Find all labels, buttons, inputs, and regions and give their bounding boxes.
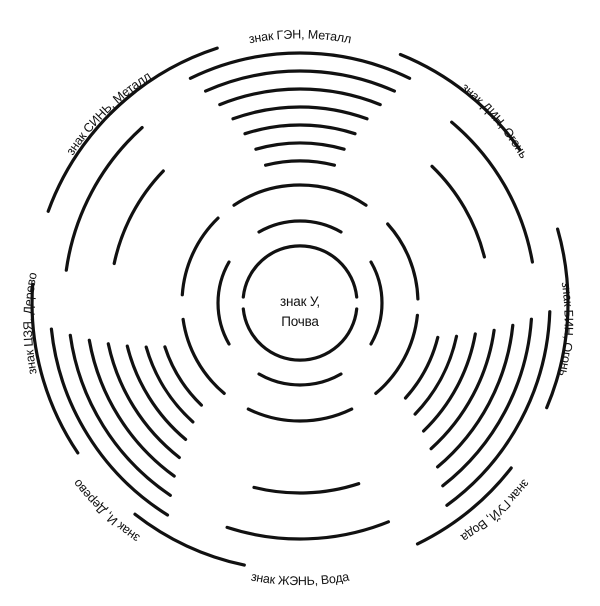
sector-1-arc — [445, 310, 552, 507]
mid-ring-arc — [64, 126, 144, 272]
outer-ring-arc — [415, 466, 513, 546]
outer-ring-arc — [46, 90, 137, 213]
sign-label-zhen: знак ЖЭНЬ, Вода — [250, 570, 350, 589]
sector-0-arc — [231, 105, 369, 121]
sector-2-arc — [163, 345, 203, 407]
inner-ring-arc — [386, 222, 420, 301]
sector-1-arc — [403, 335, 440, 400]
mid-ring-arc — [225, 520, 390, 541]
sector-1-arc — [441, 317, 533, 488]
mid-ring-arc — [450, 120, 534, 264]
inner-ring-arc — [232, 183, 368, 207]
sign-label-sin: знак СИНЬ, Металл — [63, 69, 153, 158]
inner-ring-arc — [180, 216, 220, 297]
outer-ring-arc — [398, 52, 522, 151]
sector-2-arc — [144, 345, 195, 424]
sector-0-arc — [218, 87, 382, 107]
sector-0-arc — [254, 141, 346, 151]
center-label-line1: знак У, — [280, 294, 320, 309]
inner-ring-arc — [246, 407, 354, 423]
center-ring-arc — [241, 307, 359, 362]
sector-2-arc — [68, 333, 172, 497]
mid-ring-arc — [112, 169, 165, 266]
sign-label-bin: знак БИН, Огонь — [556, 281, 575, 377]
near-center-arc — [257, 219, 343, 234]
near-center-arc — [257, 372, 343, 387]
inner-ring-arc — [181, 317, 226, 395]
sign-label-tszya: знак ЦЗЯ, Дерево — [21, 271, 40, 375]
near-center-arc — [369, 260, 384, 346]
sector-2-arc — [87, 338, 176, 478]
sector-2-arc — [106, 342, 181, 460]
sector-0-arc — [264, 159, 336, 167]
mid-ring-arc — [430, 164, 486, 259]
center-label-line2: Почва — [281, 314, 319, 329]
sector-1-arc — [436, 323, 515, 469]
sector-0-arc — [188, 51, 412, 80]
inner-ring-arc — [374, 313, 419, 395]
sector-2-arc — [125, 344, 188, 441]
sector-2-arc — [49, 327, 170, 517]
sector-0-arc — [243, 123, 357, 136]
center-ring-arc — [241, 244, 359, 299]
sector-1-arc — [413, 334, 459, 416]
concentric-ring-arcs — [30, 46, 570, 567]
near-center-arc — [216, 260, 231, 346]
outer-ring-arc — [545, 227, 570, 410]
sector-1-arc — [422, 332, 477, 433]
sector-0-arc — [204, 69, 396, 93]
outer-ring-arc — [30, 282, 80, 455]
outer-ring-arc — [108, 46, 219, 116]
sign-label-gen: знак ГЭН, Металл — [248, 27, 353, 46]
sector-1-arc — [429, 328, 496, 451]
mid-ring-arc — [252, 482, 361, 495]
sign-label-din: знак ДИН, Огонь — [459, 80, 531, 160]
outer-ring-arc — [133, 512, 246, 567]
